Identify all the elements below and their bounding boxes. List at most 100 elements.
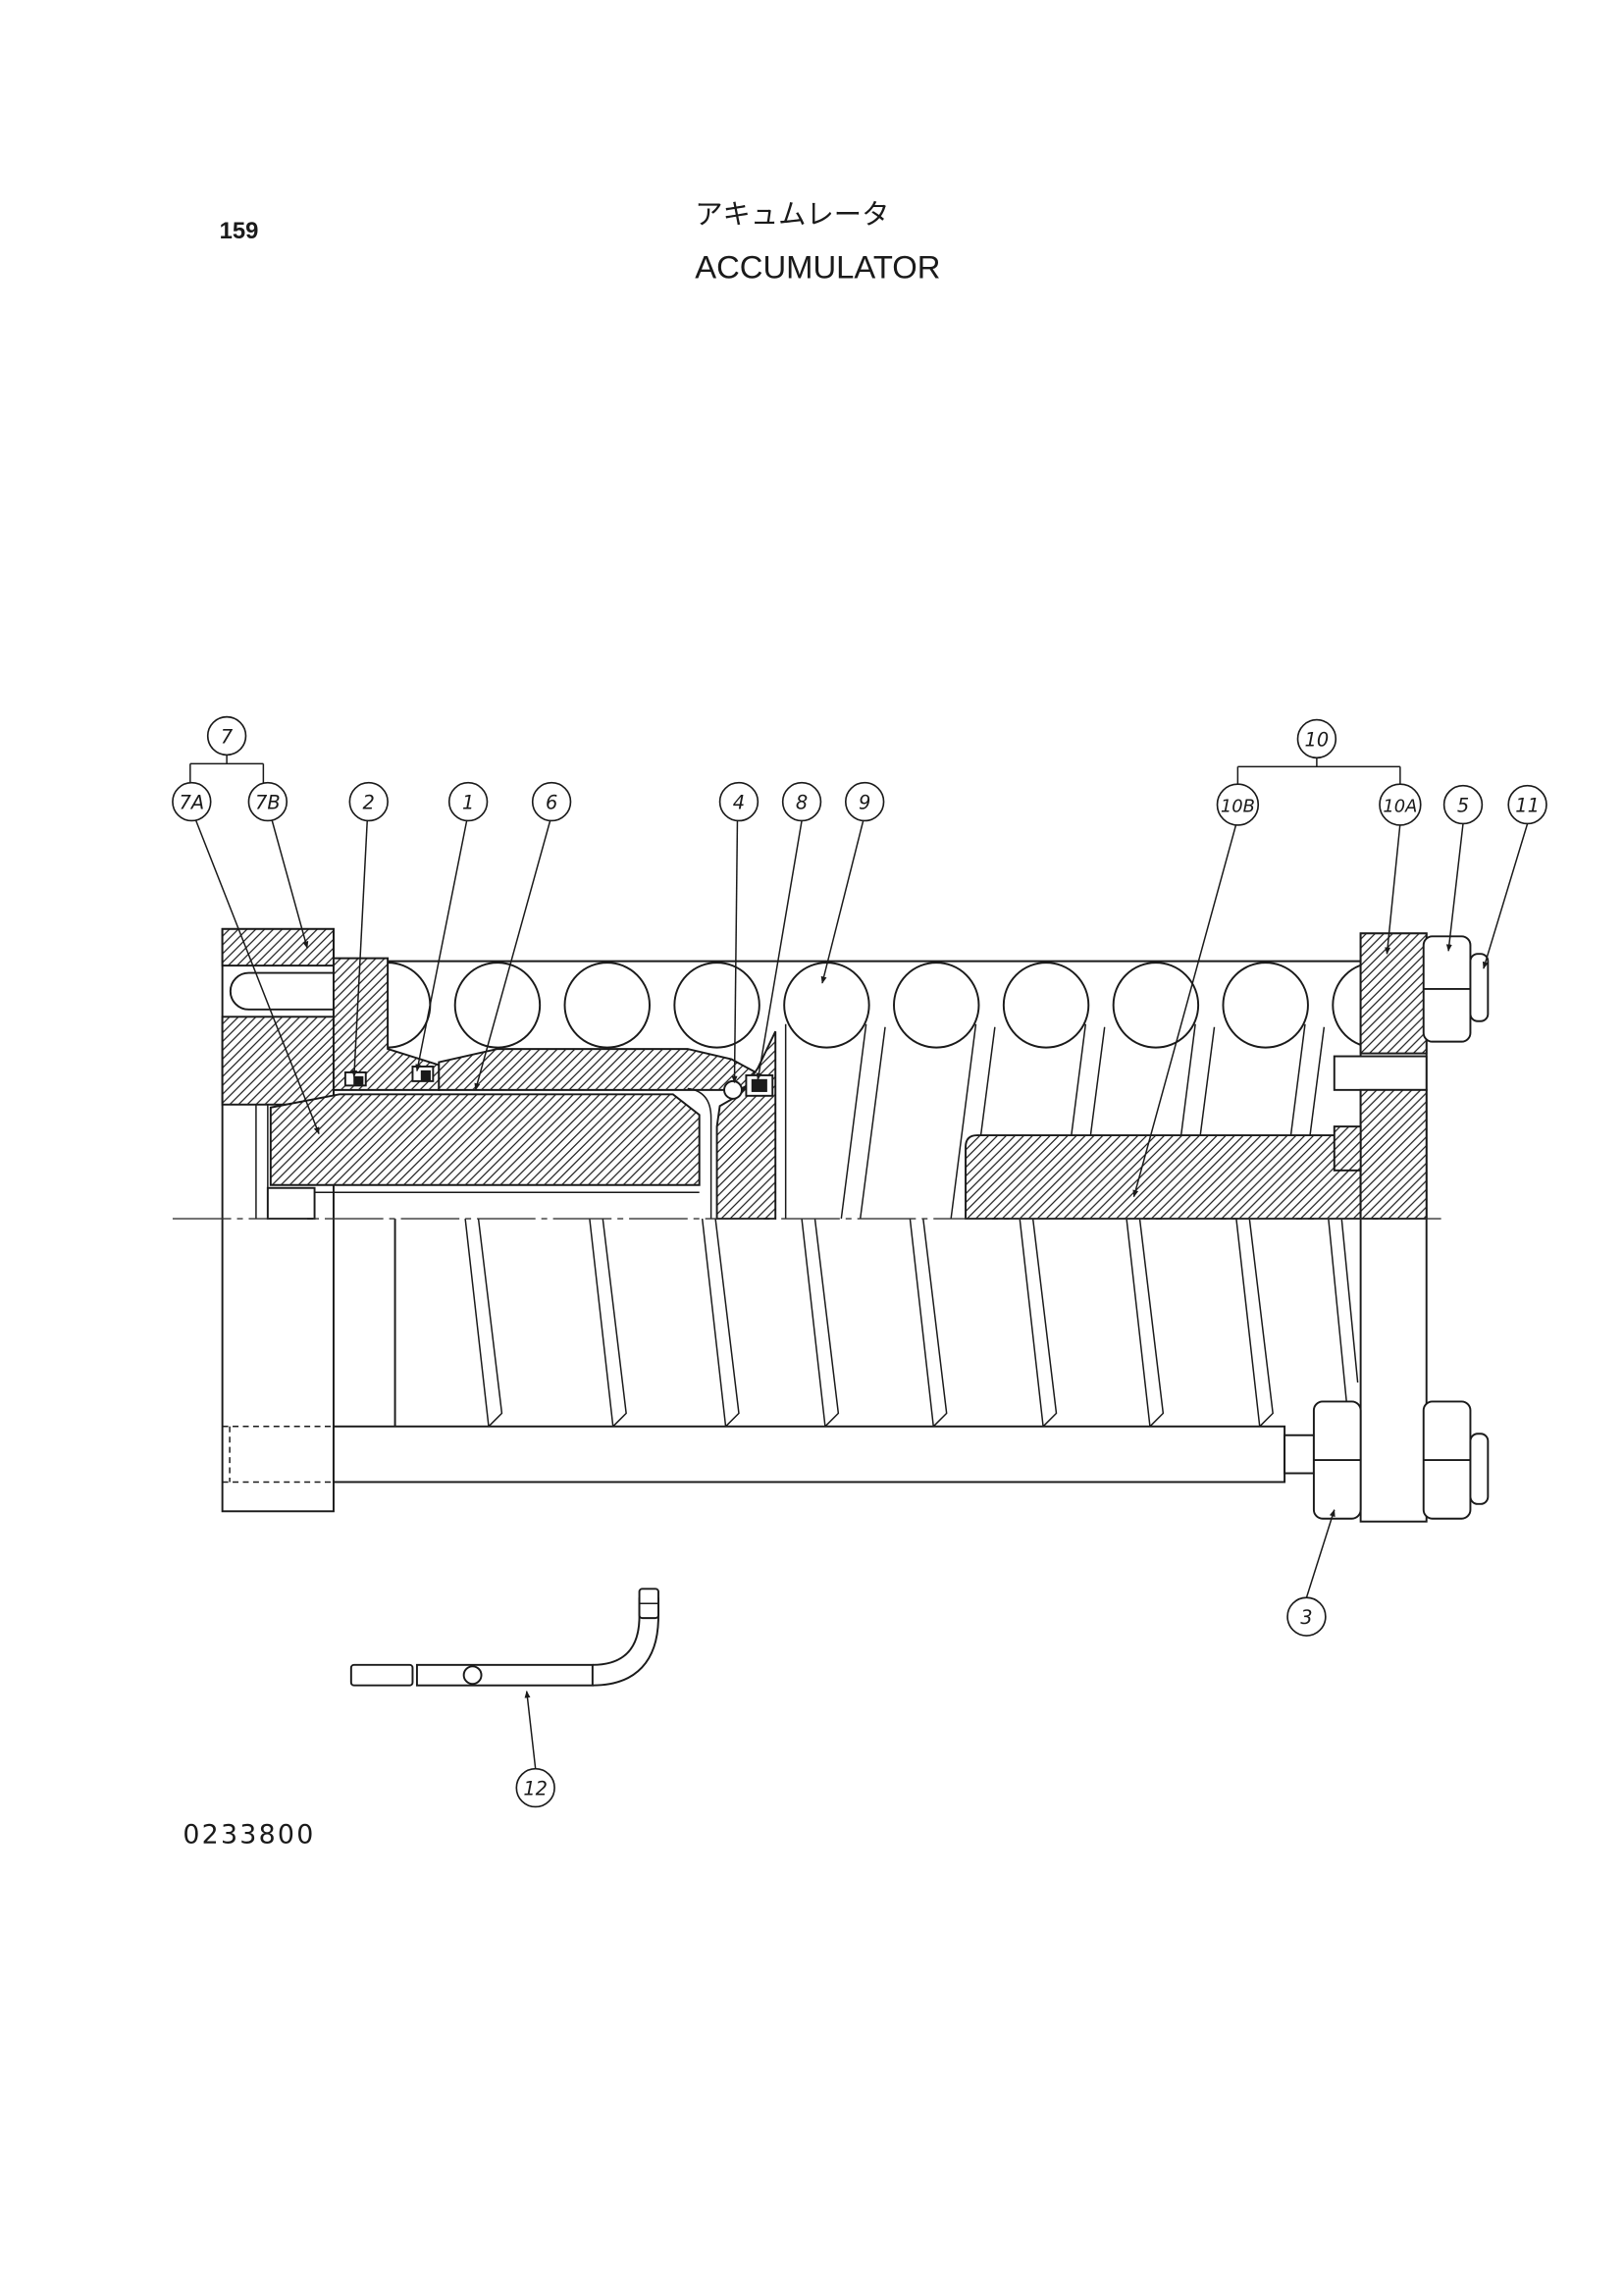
callout-label: 10B xyxy=(1221,797,1255,817)
leader-10A xyxy=(1385,823,1401,955)
callout-10B: 10B xyxy=(1216,783,1260,826)
coil-section xyxy=(1222,962,1309,1049)
piston-assembly xyxy=(266,957,777,1221)
coil-band xyxy=(909,1218,948,1428)
callout-label: 9 xyxy=(859,792,870,814)
leader-3 xyxy=(1305,1509,1336,1598)
callout-1: 1 xyxy=(447,781,489,822)
retainer-8 xyxy=(745,1073,774,1097)
callout-label: 3 xyxy=(1300,1606,1312,1629)
callout-9: 9 xyxy=(844,781,885,822)
callout-circle xyxy=(781,781,822,822)
callout-5: 5 xyxy=(1442,784,1484,825)
callout-4: 4 xyxy=(718,781,760,822)
o-ring-2 xyxy=(343,1070,367,1087)
end-plate-right xyxy=(1333,932,1428,1523)
leader-2 xyxy=(351,820,368,1078)
callout-label: 7A xyxy=(180,792,205,814)
coil-band xyxy=(801,1218,840,1428)
callout-label: 1 xyxy=(462,792,474,814)
callout-6: 6 xyxy=(531,781,572,822)
leader-9 xyxy=(820,820,864,984)
callout-circle xyxy=(172,781,212,822)
coil-band xyxy=(1019,1218,1058,1428)
callout-7: 7 xyxy=(206,715,247,756)
tie-bolt xyxy=(332,1425,1315,1484)
plate-section xyxy=(1359,1088,1428,1221)
leader-8 xyxy=(756,820,803,1081)
bracket-7 xyxy=(189,755,265,783)
callout-circle xyxy=(206,715,247,756)
nut-5 xyxy=(1422,935,1472,1043)
callout-label: 4 xyxy=(733,792,745,814)
coil-section xyxy=(673,962,760,1049)
callout-circle xyxy=(1286,1596,1327,1637)
guide xyxy=(438,1048,766,1091)
coil-section xyxy=(563,962,651,1049)
bracket-10 xyxy=(1236,757,1401,786)
leader-6 xyxy=(474,820,551,1091)
leader-7B xyxy=(271,820,309,949)
callout-label: 7B xyxy=(255,792,281,814)
o-ring-1 xyxy=(411,1066,435,1082)
piston-channel xyxy=(687,1087,712,1220)
callout-12: 12 xyxy=(515,1767,555,1808)
coil-section xyxy=(1112,962,1200,1049)
spring-seat-right xyxy=(965,1134,1362,1221)
coil-band xyxy=(701,1218,740,1428)
callout-2: 2 xyxy=(348,781,389,822)
coil-band xyxy=(1126,1218,1165,1428)
spring-coil-bands xyxy=(464,1218,1359,1428)
callout-circle xyxy=(531,781,572,822)
leader-7A xyxy=(195,820,320,1135)
leader-lines xyxy=(195,820,1529,1769)
callout-7A: 7A xyxy=(172,781,212,822)
callout-10: 10 xyxy=(1296,718,1337,759)
callout-circle xyxy=(247,781,288,822)
coil-section xyxy=(783,962,870,1049)
title-japanese: アキュムレータ xyxy=(695,198,889,231)
callout-circle xyxy=(515,1767,555,1808)
callout-circle xyxy=(1442,784,1484,825)
callout-circle xyxy=(718,781,760,822)
callout-label: 2 xyxy=(363,792,375,814)
leader-5 xyxy=(1445,823,1464,952)
bolt-thread-end xyxy=(1283,1434,1315,1475)
split-pin-11 xyxy=(1469,953,1490,1022)
page-number: 159 xyxy=(220,218,259,244)
callout-label: 11 xyxy=(1515,795,1540,817)
spring-exterior xyxy=(393,1218,1359,1428)
drawing-number: 0233800 xyxy=(183,1820,315,1851)
callout-label: 7 xyxy=(221,725,234,748)
leader-12 xyxy=(524,1690,537,1769)
callout-7B: 7B xyxy=(247,781,288,822)
callout-circle xyxy=(447,781,489,822)
bolt-hole-slot xyxy=(229,971,334,1011)
leader-1 xyxy=(415,820,468,1072)
callout-label: 10 xyxy=(1305,728,1330,751)
leader-11 xyxy=(1482,823,1529,969)
leader-4 xyxy=(731,820,739,1084)
callout-11: 11 xyxy=(1507,784,1547,825)
callout-8: 8 xyxy=(781,781,822,822)
callout-label: 10A xyxy=(1383,797,1417,817)
plate-top-block xyxy=(1359,932,1428,1055)
bolt-shank xyxy=(332,1425,1286,1484)
callout-circle xyxy=(1379,783,1422,826)
callout-circle xyxy=(348,781,389,822)
ball-4 xyxy=(723,1079,743,1100)
callout-label: 6 xyxy=(546,792,557,814)
split-pin-lower xyxy=(1469,1433,1490,1505)
coil-band xyxy=(1328,1218,1359,1427)
callout-circle xyxy=(1507,784,1547,825)
piston xyxy=(269,1093,701,1186)
coil-section xyxy=(1002,962,1090,1049)
end-plate-left xyxy=(221,927,335,1513)
callout-10A: 10A xyxy=(1379,783,1422,826)
nut-lower-right xyxy=(1422,1400,1472,1520)
leader-10B xyxy=(1132,823,1237,1198)
coil-section xyxy=(453,962,542,1049)
wrench-tool-12 xyxy=(349,1588,659,1687)
callout-label: 5 xyxy=(1457,795,1469,817)
